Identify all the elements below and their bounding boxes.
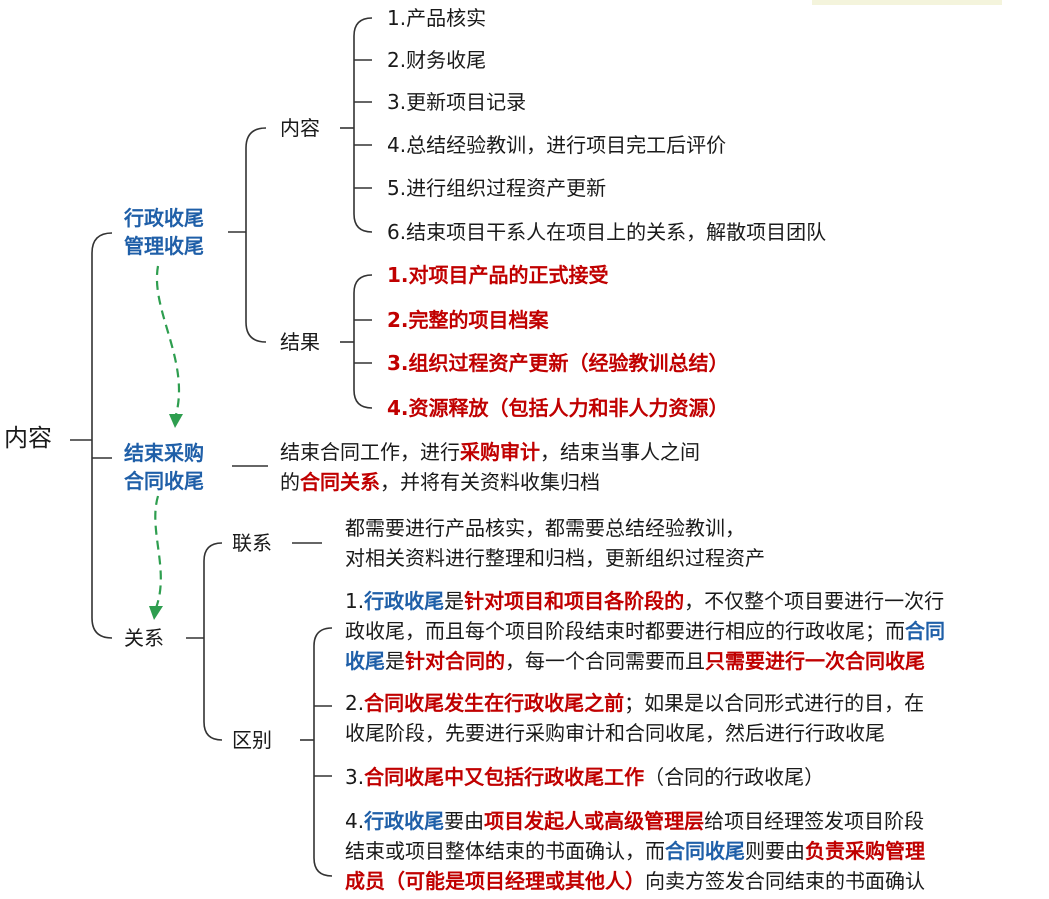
link-line-1: 都需要进行产品核实，都需要总结经验教训， — [345, 516, 745, 540]
diff-item-1: 1.行政收尾是针对项目和项目各阶段的，不仅整个项目要进行一次行 政收尾，而且每个… — [345, 586, 945, 676]
diff3-text-c: （合同的行政收尾） — [644, 765, 825, 789]
diff4-sponsor: 项目发起人或高级管理层 — [484, 809, 705, 833]
diff1-contract: 合同 — [905, 619, 945, 643]
link-line-2: 对相关资料进行整理和归档，更新组织过程资产 — [345, 546, 765, 570]
content-item-2: 2.财务收尾 — [387, 48, 487, 72]
diff2-num: 2. — [345, 691, 365, 715]
diff4-member: 成员（可能是项目经理或其他人） — [345, 869, 645, 893]
diff4-admin-closure: 行政收尾 — [364, 809, 445, 833]
diff1-num: 1. — [345, 589, 365, 613]
diff4-num: 4. — [345, 809, 365, 833]
content-item-1: 1.产品核实 — [387, 6, 487, 30]
diff1-text-k: ，每一个合同需要而且 — [505, 649, 705, 673]
diff4-text-f: 结束或项目整体结束的书面确认，而 — [345, 839, 665, 863]
diff1-text-i: 是 — [385, 649, 405, 673]
diff1-text-e: ，不仅整个项目要进行一次行 — [684, 589, 945, 613]
admin-closure-title-line1: 行政收尾 — [124, 206, 204, 230]
desc-text-4: ，并将有关资料收集归档 — [380, 470, 600, 494]
diff1-project-phases: 针对项目和项目各阶段的 — [464, 589, 685, 613]
contract-closure-desc: 结束合同工作，进行采购审计，结束当事人之间 的合同关系，并将有关资料收集归档 — [280, 437, 700, 497]
diff1-text-c: 是 — [444, 589, 465, 613]
content-item-6: 6.结束项目干系人在项目上的关系，解散项目团队 — [387, 220, 827, 244]
desc-contract-relation: 合同关系 — [300, 470, 380, 494]
result-item-2: 2.完整的项目档案 — [387, 308, 549, 332]
diff2-text-c: ；如果是以合同形式进行的目，在 — [624, 691, 925, 715]
diff3-num: 3. — [345, 765, 365, 789]
contract-closure-title-line1: 结束采购 — [124, 441, 204, 465]
admin-closure-title-line2: 管理收尾 — [124, 234, 204, 258]
desc-procurement-audit: 采购审计 — [460, 440, 540, 464]
desc-text-1: 结束合同工作，进行 — [280, 440, 460, 464]
diff-item-2: 2.合同收尾发生在行政收尾之前；如果是以合同形式进行的目，在 收尾阶段，先要进行… — [345, 688, 924, 748]
diff3-includes: 合同收尾中又包括行政收尾工作 — [364, 765, 645, 789]
desc-text-2: ，结束当事人之间 — [540, 440, 700, 464]
diff4-text-c: 要由 — [444, 809, 485, 833]
diff4-procurement: 负责采购管理 — [805, 839, 925, 863]
content-item-5: 5.进行组织过程资产更新 — [387, 176, 607, 200]
relation-link-label: 联系 — [232, 531, 272, 555]
diff4-text-e: 给项目经理签发项目阶段 — [704, 809, 925, 833]
admin-result-label: 结果 — [280, 330, 320, 354]
diff4-text-k: 向卖方签发合同结束的书面确认 — [645, 869, 925, 893]
top-highlight — [812, 0, 1002, 5]
diff1-admin-closure: 行政收尾 — [364, 589, 445, 613]
result-item-4: 4.资源释放（包括人力和非人力资源） — [387, 396, 729, 420]
diff1-for-contract: 针对合同的 — [405, 649, 505, 673]
diff1-closure: 收尾 — [345, 649, 385, 673]
result-item-1: 1.对项目产品的正式接受 — [387, 263, 609, 287]
desc-text-3: 的 — [280, 470, 300, 494]
diff4-text-h: 则要由 — [745, 839, 805, 863]
diff1-text-f: 政收尾，而且每个项目阶段结束时都要进行相应的行政收尾；而 — [345, 619, 905, 643]
diff1-only-once: 只需要进行一次合同收尾 — [705, 649, 925, 673]
admin-content-label: 内容 — [280, 116, 320, 140]
diff4-contract-closure: 合同收尾 — [665, 839, 745, 863]
root-node: 内容 — [4, 424, 52, 452]
diff2-before: 合同收尾发生在行政收尾之前 — [364, 691, 625, 715]
content-item-4: 4.总结经验教训，进行项目完工后评价 — [387, 133, 727, 157]
relation-link-text: 都需要进行产品核实，都需要总结经验教训， 对相关资料进行整理和归档，更新组织过程… — [345, 513, 765, 573]
content-item-3: 3.更新项目记录 — [387, 90, 527, 114]
contract-closure-title-line2: 合同收尾 — [124, 469, 204, 493]
relation-title: 关系 — [124, 626, 164, 650]
relation-diff-label: 区别 — [232, 728, 272, 752]
diff2-text-d: 收尾阶段，先要进行采购审计和合同收尾，然后进行行政收尾 — [345, 721, 885, 745]
result-item-3: 3.组织过程资产更新（经验教训总结） — [387, 351, 729, 375]
diff-item-3: 3.合同收尾中又包括行政收尾工作（合同的行政收尾） — [345, 762, 824, 792]
diff-item-4: 4.行政收尾要由项目发起人或高级管理层给项目经理签发项目阶段 结束或项目整体结束… — [345, 806, 925, 896]
